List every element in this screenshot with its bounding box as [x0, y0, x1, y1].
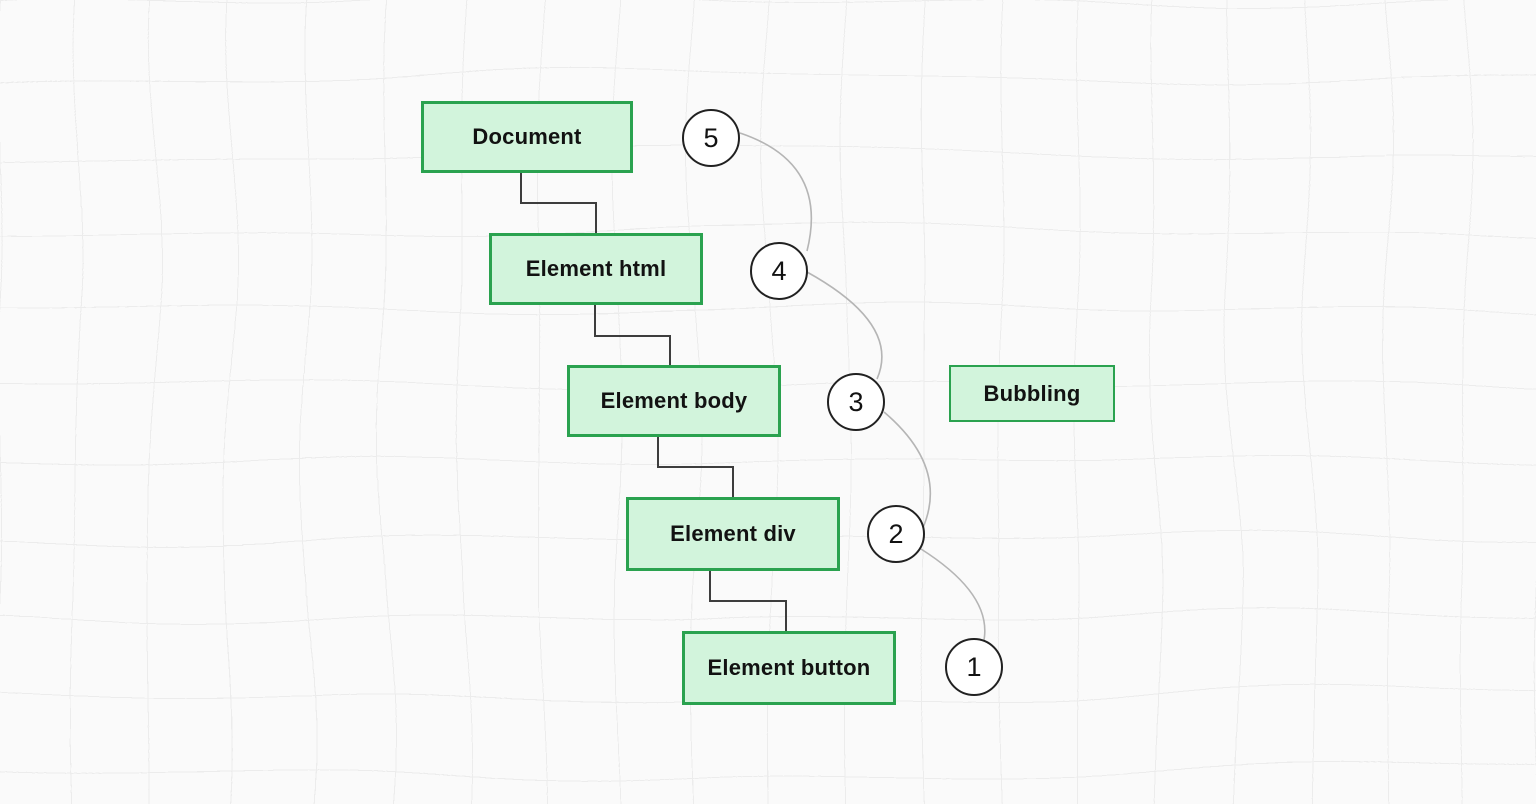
bubble-curve-4-3 [806, 271, 883, 380]
tree-connector-document-html [520, 173, 597, 233]
node-element-html-label: Element html [525, 256, 667, 281]
node-element-div-label: Element div [670, 521, 796, 546]
step-circle-4-number: 4 [771, 255, 787, 286]
bubble-curve-5-4 [739, 132, 813, 252]
node-element-button-label: Element button [707, 655, 871, 680]
bubbling-label-box: Bubbling [949, 365, 1115, 422]
node-document-label: Document [472, 124, 582, 149]
node-element-body: Element body [567, 365, 781, 437]
step-circle-2: 2 [867, 505, 925, 563]
step-circle-5-number: 5 [703, 122, 719, 153]
node-element-div: Element div [626, 497, 840, 571]
node-element-html: Element html [489, 233, 703, 305]
step-circle-3: 3 [827, 373, 885, 431]
step-circle-5: 5 [682, 109, 740, 167]
step-circle-1-number: 1 [966, 651, 982, 682]
step-circle-3-number: 3 [848, 386, 864, 417]
step-circle-2-number: 2 [888, 518, 904, 549]
tree-connector-html-body [594, 305, 671, 365]
bubble-curve-2-1 [920, 548, 986, 641]
node-element-body-label: Element body [600, 388, 748, 413]
bubbling-label: Bubbling [983, 380, 1081, 406]
tree-connector-body-div [657, 437, 734, 497]
step-circle-1: 1 [945, 638, 1003, 696]
tree-connector-div-button [709, 571, 787, 631]
bubble-curve-3-2 [883, 411, 932, 531]
node-document: Document [421, 101, 633, 173]
node-element-button: Element button [682, 631, 896, 705]
step-circle-4: 4 [750, 242, 808, 300]
